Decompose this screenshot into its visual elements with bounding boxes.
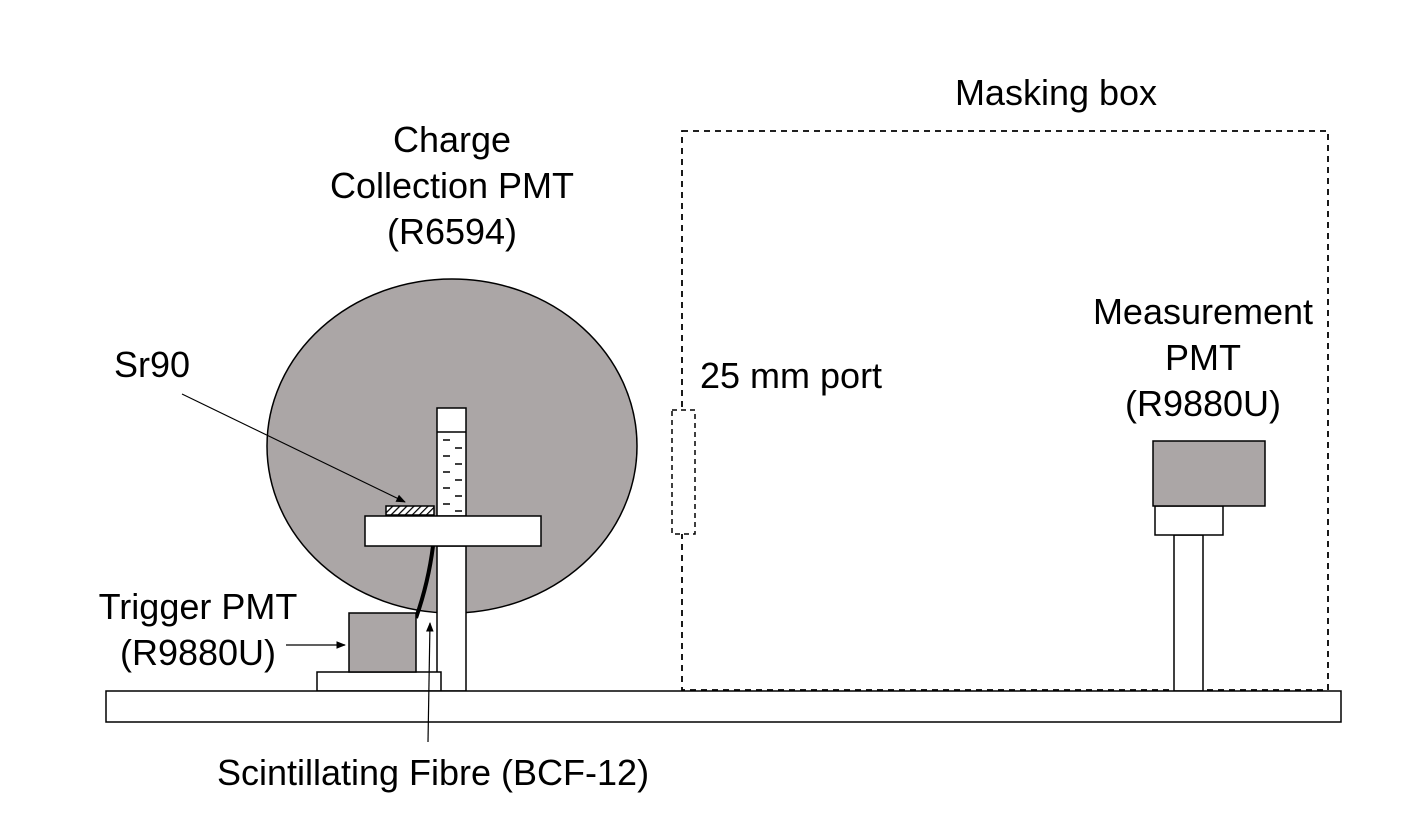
trigger-pmt: [348, 612, 417, 673]
measurement-pmt-post: [1173, 534, 1204, 692]
measurement-pmt: [1152, 440, 1266, 507]
sr90-source: [385, 505, 435, 516]
support-post: [436, 545, 467, 692]
port-label: 25 mm port: [700, 355, 882, 396]
fibre-label: Scintillating Fibre (BCF-12): [217, 752, 649, 793]
measurement-pmt-label-line1: Measurement: [1093, 291, 1313, 332]
trigger-pmt-base: [316, 671, 442, 692]
fibre-pointer: [426, 622, 434, 743]
fibre-holder-column: [436, 407, 467, 517]
base-board: [105, 690, 1342, 723]
measurement-pmt-neck: [1154, 505, 1224, 536]
scintillating-fibre: [414, 545, 435, 619]
measurement-pmt-label-line3: (R9880U): [1125, 383, 1281, 424]
trigger-pmt-label-line2: (R9880U): [120, 632, 276, 673]
charge-pmt-label-line2: Collection PMT: [330, 165, 574, 206]
masking-box: [681, 130, 1329, 691]
sr90-pointer: [181, 393, 406, 503]
measurement-pmt-label-line2: PMT: [1165, 337, 1241, 378]
port-25mm: [671, 409, 696, 535]
platform: [364, 515, 542, 547]
masking-box-label: Masking box: [955, 72, 1157, 113]
sr90-label: Sr90: [114, 344, 190, 385]
charge-pmt-label-line1: Charge: [393, 119, 511, 160]
trigger-pmt-label-line1: Trigger PMT: [99, 586, 298, 627]
charge-pmt-label-line3: (R6594): [387, 211, 517, 252]
